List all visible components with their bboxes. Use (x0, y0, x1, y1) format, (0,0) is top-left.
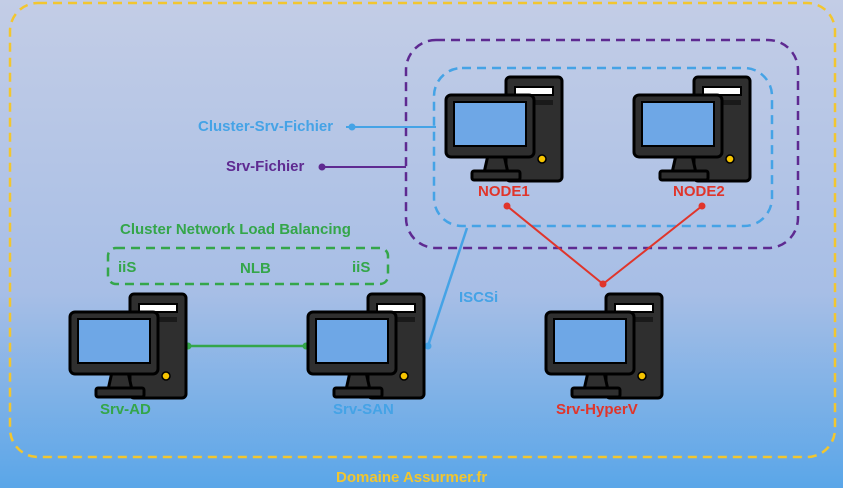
iscsi-dot (424, 342, 432, 350)
domain-label: Domaine Assurmer.fr (336, 469, 488, 486)
nlb-title-label: Cluster Network Load Balancing (120, 221, 351, 238)
nlb-iis-left-label: iiS (118, 259, 137, 276)
hyperv-dot (599, 280, 607, 288)
cluster-srv-fichier-dot (348, 123, 356, 131)
node2-dot (698, 202, 706, 210)
srv-san-label: Srv-SAN (333, 401, 394, 418)
srv-hyperv-label: Srv-HyperV (556, 401, 638, 418)
node1-label: NODE1 (478, 183, 530, 200)
node2-label: NODE2 (673, 183, 725, 200)
domain-boundary (8, 1, 837, 459)
srv-ad-label: Srv-AD (100, 401, 151, 418)
nlb-center-label: NLB (240, 260, 271, 277)
srv-fichier-boundary (404, 38, 800, 250)
node1-dot (503, 202, 511, 210)
cluster-srv-fichier-label: Cluster-Srv-Fichier (198, 118, 334, 135)
iscsi-link (426, 227, 469, 347)
srv-fichier-label: Srv-Fichier (226, 158, 305, 175)
srv-fichier-dot (318, 163, 326, 171)
iscsi-label: ISCSi (459, 289, 499, 306)
node1-hyperv-link (506, 205, 604, 285)
nlb-boundary (106, 246, 390, 286)
node2-hyperv-link (602, 205, 703, 285)
nlb-iis-right-label: iiS (352, 259, 371, 276)
cluster-srv-fichier-boundary (432, 66, 774, 228)
